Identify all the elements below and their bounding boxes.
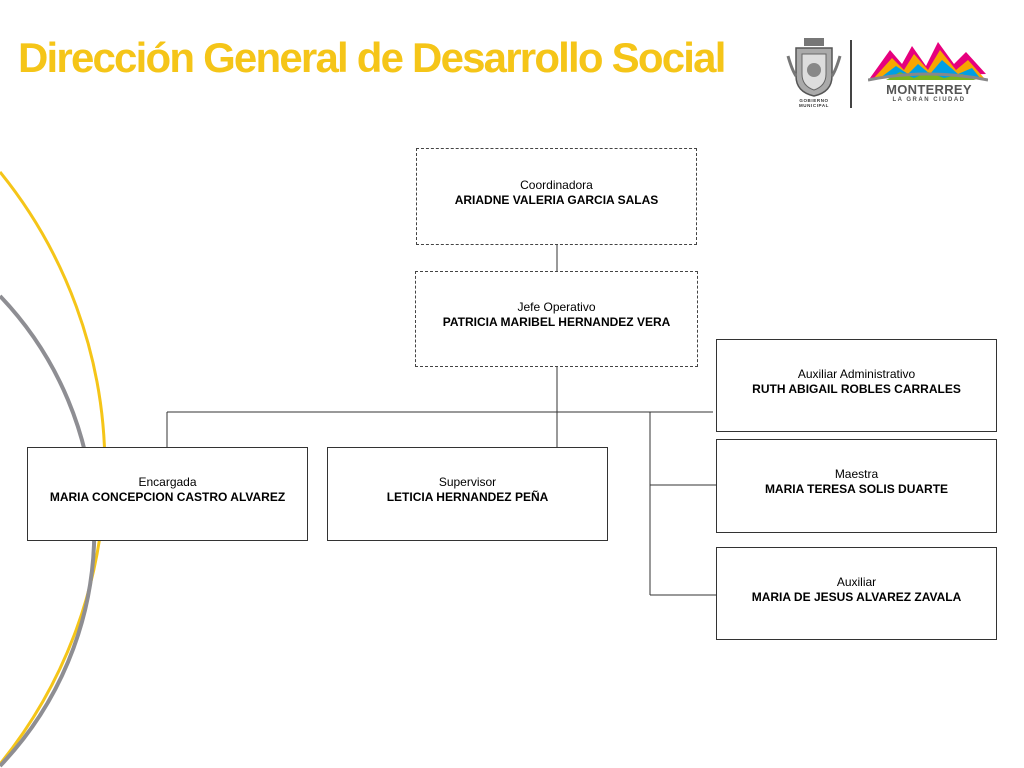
supervisor-role: Supervisor [438, 475, 497, 489]
city-tagline: LA GRAN CIUDAD [892, 97, 966, 103]
coordinadora-box: Coordinadora ARIADNE VALERIA GARCIA SALA… [416, 148, 697, 245]
supervisor-name: LETICIA HERNANDEZ PEÑA [386, 490, 549, 504]
maestra-box: Maestra MARIA TERESA SOLIS DUARTE [716, 439, 997, 533]
page-title: Dirección General de Desarrollo Social [18, 34, 726, 81]
auxiliar-administrativo-box: Auxiliar Administrativo RUTH ABIGAIL ROB… [716, 339, 997, 432]
maestra-name: MARIA TERESA SOLIS DUARTE [764, 482, 949, 496]
jefe-operativo-box: Jefe Operativo PATRICIA MARIBEL HERNANDE… [415, 271, 698, 367]
coat-of-arms-icon [786, 38, 842, 97]
auxiliar-administrativo-name: RUTH ABIGAIL ROBLES CARRALES [752, 381, 961, 396]
encargada-box: Encargada MARIA CONCEPCION CASTRO ALVARE… [27, 447, 308, 541]
encargada-role: Encargada [138, 475, 197, 489]
logo-divider [850, 40, 852, 108]
jefe-operativo-role: Jefe Operativo [517, 300, 596, 314]
jefe-operativo-name: PATRICIA MARIBEL HERNANDEZ VERA [442, 315, 671, 329]
maestra-role: Maestra [834, 467, 879, 481]
supervisor-box: Supervisor LETICIA HERNANDEZ PEÑA [327, 447, 608, 541]
monterrey-mountains-icon [868, 42, 988, 82]
auxiliar-role: Auxiliar [836, 574, 877, 589]
coordinadora-role: Coordinadora [520, 177, 593, 192]
auxiliar-name: MARIA DE JESUS ALVAREZ ZAVALA [751, 589, 962, 604]
auxiliar-box: Auxiliar MARIA DE JESUS ALVAREZ ZAVALA [716, 547, 997, 640]
seal-caption: GOBIERNO MUNICIPAL [798, 98, 830, 108]
coordinadora-name: ARIADNE VALERIA GARCIA SALAS [454, 192, 659, 207]
logo-group: GOBIERNO MUNICIPAL MONTERREY LA GRAN CIU… [784, 36, 994, 112]
encargada-name: MARIA CONCEPCION CASTRO ALVAREZ [49, 490, 286, 504]
auxiliar-administrativo-role: Auxiliar Administrativo [797, 366, 916, 381]
city-name: MONTERREY [886, 82, 972, 97]
